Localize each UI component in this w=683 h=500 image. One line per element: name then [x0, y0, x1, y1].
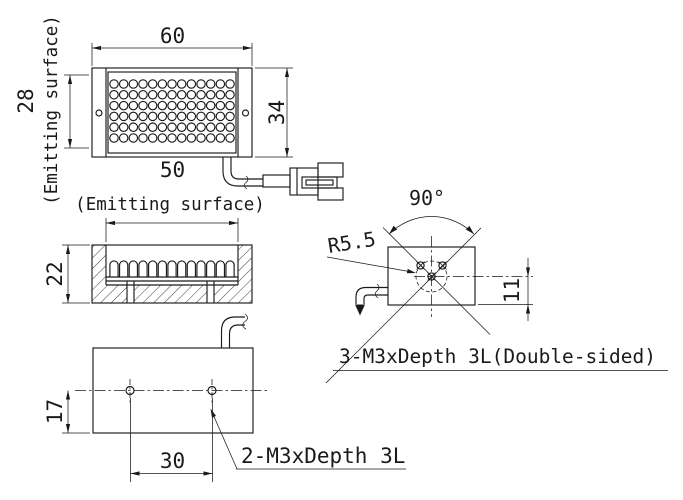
- left-wall-hatch: [92, 245, 106, 303]
- dim-34-label: 34: [265, 100, 289, 125]
- dim-11: 11: [478, 258, 533, 321]
- end-view-wire: [355, 283, 388, 316]
- dim-22-label: 22: [43, 261, 67, 286]
- base-hatch-1: [106, 285, 127, 303]
- section-view: 50 (Emitting surface): [43, 158, 265, 304]
- connector-tongue-inner: [305, 179, 334, 186]
- dim-28: 28 (Emitting surface): [14, 15, 89, 205]
- section-outline: [91, 244, 253, 304]
- dim-50-label: 50: [160, 158, 185, 182]
- dim-22: 22: [43, 244, 90, 304]
- end-holes-note-label: 3-M3xDepth 3L(Double-sided): [339, 345, 656, 368]
- dim-60-label: 60: [160, 24, 185, 48]
- wire-direction-arrow: [355, 304, 365, 316]
- top-view: 60 34 28 (Emitting surface): [14, 15, 344, 205]
- connector-ferrule: [262, 174, 291, 188]
- left-mounting-hole: [95, 109, 103, 117]
- base-hatch-2: [134, 285, 207, 303]
- end-holes-note: 3-M3xDepth 3L(Double-sided): [333, 345, 668, 371]
- dim-28-note: (Emitting surface): [42, 15, 62, 205]
- dim-17: 17: [43, 390, 90, 434]
- dim-60: 60: [91, 24, 253, 66]
- dim-r55-label: R5.5: [326, 227, 377, 258]
- led-domes: [109, 260, 235, 277]
- dim-50-note: (Emitting surface): [75, 195, 265, 215]
- screw-slots: [126, 281, 215, 303]
- dim-30-label: 30: [160, 449, 185, 473]
- wire-outer: [222, 157, 263, 187]
- dim-17-label: 17: [43, 399, 67, 424]
- bottom-holes-note-label: 2-M3xDepth 3L: [241, 444, 405, 468]
- bottom-wire-break-mark: [242, 313, 248, 330]
- dim-11-label: 11: [500, 278, 524, 303]
- base-hatch-3: [214, 285, 238, 303]
- wire-inner: [230, 157, 263, 180]
- bottom-wire-inner: [228, 324, 245, 348]
- right-wall-hatch: [238, 245, 252, 303]
- end-view-holes: [416, 261, 447, 281]
- dim-90deg-label: 90°: [409, 186, 445, 210]
- dim-50: 50 (Emitting surface): [75, 158, 265, 242]
- dim-90deg: 90°: [388, 186, 475, 235]
- connector-body: [289, 167, 319, 196]
- connector-prong-top: [317, 162, 344, 178]
- diagonal-line-a: [325, 227, 482, 384]
- bottom-wire-outer: [220, 316, 245, 348]
- top-view-body-outline: [91, 67, 253, 158]
- diagonal-line-b: [382, 227, 491, 335]
- right-mounting-hole: [241, 109, 250, 117]
- dim-28-label: 28: [14, 88, 38, 113]
- connector-prong-bottom: [317, 187, 344, 201]
- bottom-view: 17 30 2-M3xDepth 3L: [43, 313, 406, 482]
- dim-30: 30: [130, 398, 213, 482]
- wire-break-mark: [243, 175, 249, 190]
- bolt-circle: [415, 260, 448, 293]
- dim-34: 34: [255, 67, 293, 158]
- dim-r55: R5.5: [326, 227, 416, 274]
- connector-tongue: [301, 176, 338, 189]
- led-grid: [109, 79, 235, 143]
- emitting-panel-outline: [107, 71, 237, 154]
- bottom-holes-note: 2-M3xDepth 3L: [210, 408, 406, 470]
- cable-and-connector: [222, 157, 344, 201]
- end-view: 90° R5.5 11 3-M3xDepth 3L(Double-sided): [325, 186, 668, 384]
